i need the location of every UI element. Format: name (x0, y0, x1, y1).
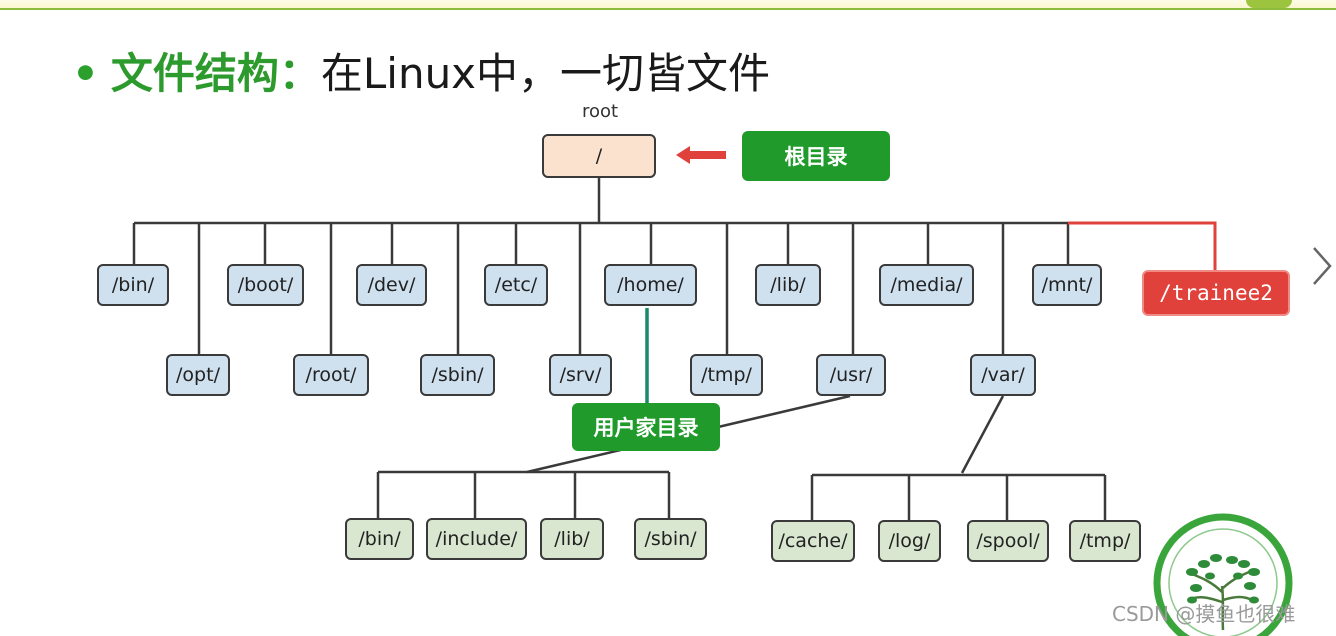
dir-node-etc: /etc/ (484, 264, 548, 306)
root-node: / (542, 134, 656, 178)
leaf-decoration (1246, 0, 1292, 8)
dir-node-srv: /srv/ (549, 354, 612, 396)
dir-node-bin: /bin/ (97, 264, 169, 306)
root-caption: root (581, 101, 619, 122)
dir-node-var: /var/ (970, 354, 1036, 396)
trainee-tag: /trainee2 (1142, 270, 1290, 316)
dir-node-home: /home/ (604, 264, 697, 306)
var-child-cache: /cache/ (771, 520, 855, 562)
chevron-right-icon[interactable] (1310, 244, 1334, 288)
usr-child-include: /include/ (426, 518, 527, 560)
slide-title: •文件结构：在Linux中，一切皆文件 (72, 46, 770, 102)
dir-node-dev: /dev/ (356, 264, 427, 306)
home-dir-tag: 用户家目录 (572, 403, 720, 451)
dir-node-sbin: /sbin/ (420, 354, 495, 396)
var-diagonal (960, 395, 1005, 474)
title-rest: 在Linux中，一切皆文件 (320, 49, 771, 98)
top-decoration-band (0, 0, 1336, 10)
var-child-tmp: /tmp/ (1069, 520, 1141, 562)
root-dir-tag: 根目录 (742, 131, 890, 181)
dir-node-mnt: /mnt/ (1032, 264, 1102, 306)
left-arrow-icon (676, 146, 726, 164)
dir-node-opt: /opt/ (166, 354, 230, 396)
usr-child-sbin: /sbin/ (634, 518, 707, 560)
dir-node-media: /media/ (879, 264, 974, 306)
usr-child-lib: /lib/ (540, 518, 604, 560)
dir-node-lib: /lib/ (755, 264, 821, 306)
title-lead: 文件结构： (110, 49, 321, 98)
var-child-log: /log/ (878, 520, 941, 562)
trainee-connector (1068, 221, 1217, 270)
dir-node-usr: /usr/ (816, 354, 886, 396)
logo-tree-icon (1153, 513, 1293, 636)
usr-child-bin: /bin/ (345, 518, 414, 560)
var-child-spool: /spool/ (967, 520, 1049, 562)
dir-node-tmp: /tmp/ (690, 354, 763, 396)
title-bullet: • (72, 49, 99, 98)
dir-node-boot: /boot/ (227, 264, 304, 306)
dir-node-root: /root/ (293, 354, 369, 396)
watermark: CSDN @摸鱼也很难 (1112, 602, 1296, 626)
